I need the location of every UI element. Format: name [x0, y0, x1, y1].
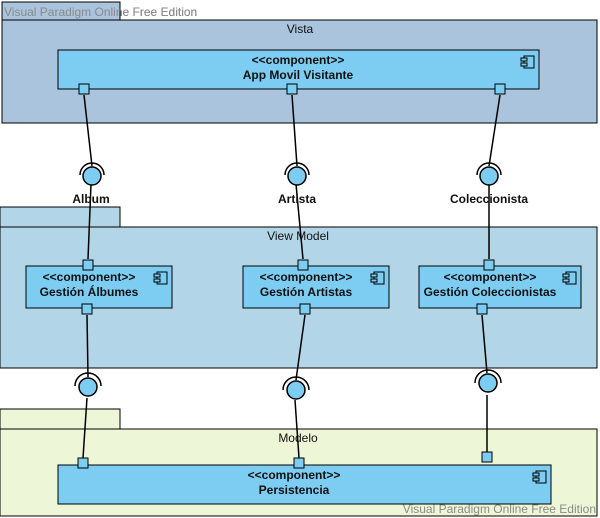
interface-album[interactable]: Album — [72, 162, 110, 206]
connector-coleccionistas-lower — [481, 314, 488, 374]
interface-artista[interactable]: Artista — [278, 162, 316, 206]
port-coleccionistas-top — [483, 259, 495, 271]
ball-lower-albumes — [78, 377, 98, 397]
component-app-stereotype: <<component>> — [252, 53, 345, 67]
port-persistencia-right — [481, 451, 493, 463]
component-gestion-albumes[interactable]: <<component>> Gestión Álbumes — [25, 259, 173, 315]
port-app-left — [78, 83, 90, 95]
connector-artistas-artista — [295, 183, 304, 260]
ball-coleccionista — [479, 166, 499, 186]
component-icon — [520, 55, 535, 69]
component-gestion-coleccionistas[interactable]: <<component>> Gestión Coleccionistas — [418, 259, 582, 315]
port-app-center — [286, 83, 298, 95]
package-modelo-tab — [0, 408, 121, 430]
port-coleccionistas-bottom — [476, 303, 488, 315]
interface-lower-coleccionistas[interactable] — [474, 369, 502, 393]
interface-coleccionista-label: Coleccionista — [450, 192, 528, 206]
ball-artista — [287, 166, 307, 186]
socket-album-arc — [79, 162, 105, 176]
component-coleccionistas-name: Gestión Coleccionistas — [424, 285, 557, 299]
interface-lower-albumes[interactable] — [74, 372, 102, 397]
package-view-model-tab — [0, 206, 121, 228]
component-persistencia-stereotype: <<component>> — [248, 468, 341, 482]
component-artistas-box — [242, 265, 390, 309]
package-vista-title: Vista — [287, 22, 314, 36]
ball-lower-artistas — [286, 380, 306, 400]
connector-albumes-album — [87, 183, 92, 260]
component-icon — [562, 271, 577, 285]
port-app-right — [494, 83, 506, 95]
watermark-top-overlay: Visual Paradigm Online Free Edition — [4, 5, 197, 19]
ball-lower-coleccionistas — [478, 373, 498, 393]
socket-lower-albumes-arc — [74, 372, 102, 387]
component-coleccionistas-stereotype: <<component>> — [444, 270, 537, 284]
component-icon — [153, 271, 168, 285]
interface-album-label: Album — [72, 192, 109, 206]
component-artistas-stereotype: <<component>> — [260, 270, 353, 284]
connector-app-coleccionista — [488, 94, 501, 167]
connector-app-artista — [291, 94, 298, 167]
socket-artista-arc — [284, 162, 310, 176]
socket-coleccionista-arc — [476, 162, 502, 176]
interface-coleccionista[interactable]: Coleccionista — [450, 162, 528, 206]
component-albumes-stereotype: <<component>> — [43, 270, 136, 284]
package-view-model-title: View Model — [267, 229, 329, 243]
port-artistas-top — [297, 259, 309, 271]
port-artistas-bottom — [299, 303, 311, 315]
connector-persistencia-artistas — [294, 399, 300, 459]
component-app-name: App Movil Visitante — [243, 68, 354, 82]
component-albumes-box — [25, 265, 173, 309]
component-albumes-name: Gestión Álbumes — [40, 284, 139, 299]
component-icon — [370, 271, 385, 285]
port-albumes-bottom — [81, 303, 93, 315]
connector-app-album — [83, 94, 93, 167]
interface-lower-artistas[interactable] — [282, 376, 310, 400]
connector-albumes-lower — [86, 314, 89, 378]
component-app-movil-visitante[interactable]: <<component>> App Movil Visitante — [57, 49, 540, 95]
socket-lower-artistas-arc — [282, 376, 310, 391]
connector-artistas-lower — [295, 314, 306, 381]
component-artistas-name: Gestión Artistas — [260, 285, 353, 299]
watermark-bottom: Visual Paradigm Online Free Edition — [403, 502, 596, 516]
component-persistencia-name: Persistencia — [259, 483, 330, 497]
component-icon — [532, 470, 547, 484]
socket-lower-coleccionistas-arc — [474, 369, 502, 384]
component-coleccionistas-box — [418, 265, 582, 309]
interface-artista-label: Artista — [278, 192, 316, 206]
component-app-box — [57, 49, 540, 90]
component-gestion-artistas[interactable]: <<component>> Gestión Artistas — [242, 259, 390, 315]
port-persistencia-left — [77, 457, 89, 469]
component-persistencia-box — [57, 464, 552, 505]
port-albumes-top — [82, 259, 94, 271]
connector-persistencia-albumes — [82, 397, 88, 459]
ball-album — [82, 166, 102, 186]
connections — [82, 94, 501, 459]
component-persistencia[interactable]: <<component>> Persistencia — [57, 451, 552, 505]
port-persistencia-center — [293, 457, 305, 469]
